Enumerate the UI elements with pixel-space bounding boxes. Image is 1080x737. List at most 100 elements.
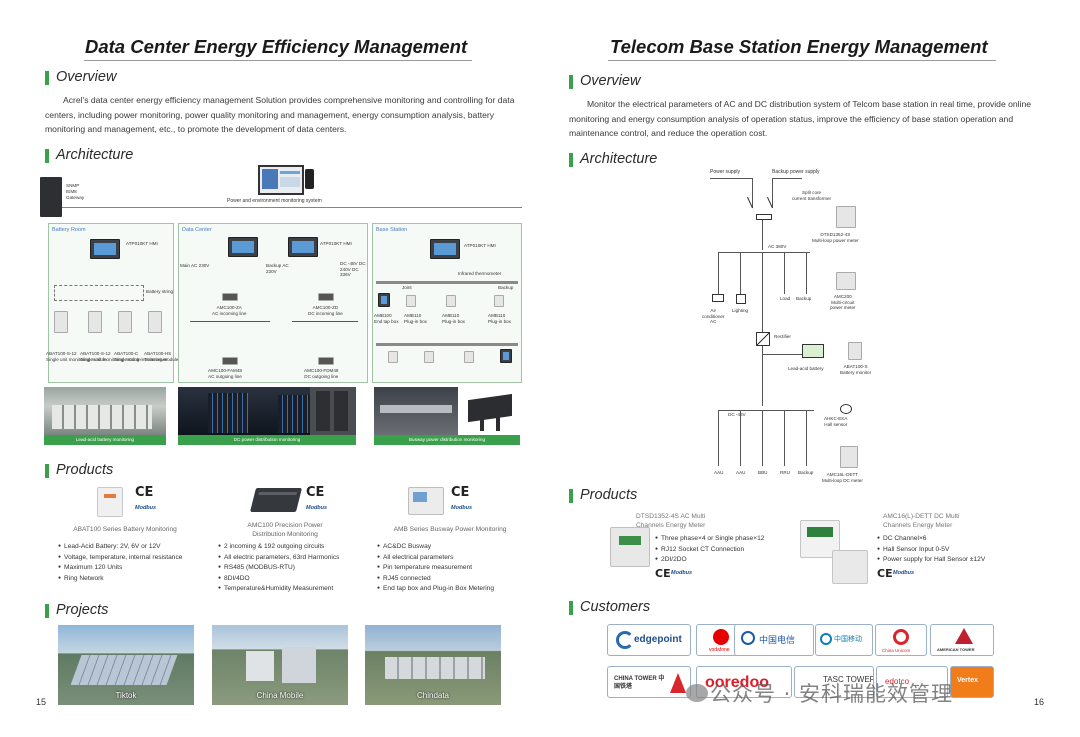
modbus-logo: Modbus [135, 505, 157, 511]
output-label: Backup [798, 470, 814, 475]
page-title: Data Center Energy Efficiency Management [85, 36, 468, 57]
amc-label: AMC100-ZD DC incoming line [308, 305, 343, 316]
battery-string [54, 285, 144, 301]
modbus-logo: Modbus [893, 570, 915, 576]
overview-paragraph: Acrel's data center energy efficiency ma… [45, 95, 515, 134]
busway-box-photo [462, 387, 520, 435]
wire [806, 252, 807, 294]
battery-icon [802, 344, 824, 358]
customers-heading: Customers [569, 599, 650, 615]
diagram-label: AMC16L-DETT Multi-loop DC meter [822, 472, 863, 483]
wire [752, 178, 753, 208]
products-heading: Products [45, 462, 113, 478]
page-title: Telecom Base Station Energy Management [610, 36, 988, 57]
feature-item: AC&DC Busway [377, 542, 494, 553]
abat-monitor [848, 342, 862, 360]
battery-string-label: Battery string [146, 289, 174, 294]
busway-photo [374, 387, 458, 435]
infrared-label: Infrared thermometer [458, 271, 502, 276]
feature-item: RS485 (MODBUS-RTU) [218, 563, 339, 574]
hmi-label: ATP010KT HMI [320, 241, 352, 246]
battery-module [118, 311, 132, 333]
modbus-logo: Modbus [451, 505, 473, 511]
title-divider [84, 60, 472, 61]
hmi-device [430, 239, 460, 259]
diagram-label: Lighting [732, 308, 749, 313]
project-photo-tiktok: Tiktok [58, 625, 194, 705]
diagram-label: ABAT100-S Battery monitor [840, 364, 872, 375]
wire [762, 220, 763, 250]
cabinet-photo [310, 387, 356, 435]
ce-mark: CE [877, 567, 893, 580]
diagram-label: AMC200 Multi-circuit power meter [830, 294, 856, 310]
right-page: Telecom Base Station Energy Management O… [540, 0, 1080, 737]
amb-product-image [408, 487, 444, 515]
feature-item: DC Channel×6 [877, 534, 985, 545]
customer-logo-vertex: Vertex [950, 666, 994, 698]
diagram-label: Air conditioner AC [702, 308, 725, 324]
wire [718, 410, 719, 466]
product-name: ABAT100 Series Battery Monitoring [73, 526, 177, 533]
battery-module-label: ABAT100-HS Transceiver [144, 351, 172, 362]
hall-sensor-icon [840, 404, 852, 414]
hmi-label: ATP010KT HMI [126, 241, 158, 246]
amc-meter [318, 357, 334, 365]
diagram-label: Backup [796, 296, 812, 301]
wire [772, 178, 773, 208]
phone-icon [305, 169, 314, 189]
ce-mark: CE [451, 485, 470, 500]
product-name: AMB Series Busway Power Monitoring [393, 526, 507, 533]
bus-line [292, 321, 358, 322]
customer-logo-edotco: edotco [876, 666, 948, 698]
customer-logo-china-telecom: 中国电信 [734, 624, 814, 656]
hall-sensor-image [832, 550, 868, 584]
system-label: Power and environment monitoring system [227, 198, 322, 204]
project-caption: Tiktok [115, 691, 137, 700]
plugin-box [424, 351, 434, 363]
single-line-diagram: Power supply Backup power supply Split c… [700, 168, 890, 488]
hmi-device [228, 237, 258, 257]
diagram-label: DTSD1352-4S Multi-loop power meter [812, 232, 859, 243]
products-heading: Products [569, 487, 637, 503]
bus [718, 252, 810, 253]
diagram-label: DC -48V [728, 412, 746, 417]
bus [718, 410, 814, 411]
amc-label: AMC100-FAM48 AC outgoing line [208, 368, 242, 379]
plugin-box [494, 295, 504, 307]
title-divider [608, 60, 996, 61]
diagram-label: Lead-acid battery [788, 366, 824, 371]
network-bus [62, 207, 522, 208]
caption-bar: Lead-acid battery monitoring [44, 435, 166, 445]
projects-heading: Projects [45, 602, 108, 618]
zone-data-center [178, 223, 368, 383]
plugin-box [388, 351, 398, 363]
air-conditioner-icon [712, 294, 724, 302]
plugin-box [464, 351, 474, 363]
project-photo-chindata: Chindata [365, 625, 501, 705]
product-name: AMC16(L)-DETT DC Multi Channels Energy M… [883, 513, 960, 529]
battery-room-photo [44, 387, 166, 435]
wire [772, 178, 802, 179]
joint-label: Joint [402, 285, 412, 290]
wire [740, 410, 741, 466]
battery-module-label: ABAT100-S-12 Single unit monitoring modu… [46, 351, 107, 362]
product-name: DTSD1352-4S AC Multi Channels Energy Met… [636, 513, 706, 529]
output-label: BBU [758, 470, 768, 475]
diagram-label: Load [780, 296, 791, 301]
customer-logo-china-unicom: China Unicom [875, 624, 927, 656]
amc200-meter [836, 272, 856, 290]
wire [806, 410, 807, 466]
dc-dc-label: DC -48V DC 240V DC 336V [340, 261, 366, 277]
feature-item: RJ12 Socket CT Connection [655, 545, 764, 556]
battery-module-label: ABAT100-C Single string monitoring modul… [114, 351, 179, 362]
amc-meter [222, 293, 238, 301]
feature-item: Hall Sensor Input 0-5V [877, 545, 985, 556]
monitor-icon [258, 165, 304, 195]
busway-label: AMB110 Plug-in box [488, 313, 511, 324]
product-features: 2 incoming & 192 outgoing circuits All e… [218, 542, 339, 595]
feature-item: Maximum 120 Units [58, 563, 182, 574]
output-label: AAU [714, 470, 724, 475]
wechat-icon [686, 684, 708, 702]
customer-logo-ooredoo: ooredoo [696, 666, 792, 698]
